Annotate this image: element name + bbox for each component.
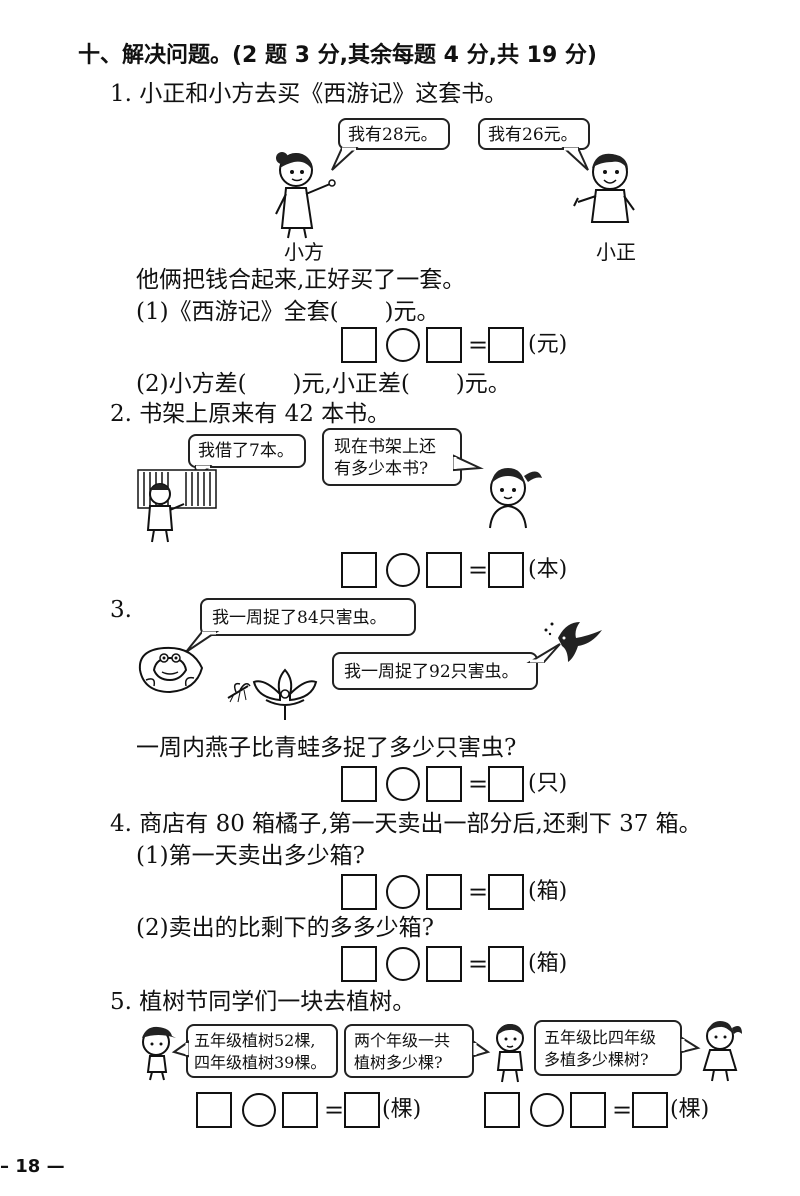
q1-operand2-box[interactable] <box>426 327 462 363</box>
q5-bubble2-tail <box>473 1040 491 1058</box>
q2-equals-sign: = <box>468 556 489 584</box>
q3-bubble-top-tail <box>185 631 220 653</box>
q1-sub2: (2)小方差( )元,小正差( )元。 <box>136 371 511 397</box>
q3-bubble-bottom-tail <box>526 643 561 663</box>
q5a-unit: (棵) <box>382 1097 422 1122</box>
q4b-result-box[interactable] <box>488 946 524 982</box>
q1-bubble-left-text: 我有28元。 <box>348 125 438 145</box>
q2-operator-circle[interactable] <box>386 553 420 587</box>
q3-operand1-box[interactable] <box>341 766 377 802</box>
q1-operator-circle[interactable] <box>386 328 420 362</box>
q3-stem: 3. <box>110 597 132 623</box>
q4b-equals-sign: = <box>468 950 489 978</box>
q1-name-left: 小方 <box>284 240 324 264</box>
q2-bubble-right-line1: 现在书架上还 <box>334 437 436 457</box>
q4-sub2: (2)卖出的比剩下的多多少箱? <box>136 915 434 941</box>
q1-bubble-left: 我有28元。 <box>338 118 450 150</box>
q5b-operand2-box[interactable] <box>570 1092 606 1128</box>
mosquito-icon <box>227 682 251 703</box>
q2-stem: 2. 书架上原来有 42 本书。 <box>110 401 391 427</box>
q2-unit: (本) <box>528 557 568 582</box>
boy-illustration-2-icon <box>496 1024 524 1083</box>
boy-illustration-icon <box>573 153 635 223</box>
q2-bubble-right-tail <box>453 454 484 472</box>
q5b-operand1-box[interactable] <box>484 1092 520 1128</box>
q5b-unit: (棵) <box>670 1097 710 1122</box>
q1-bubble-right-text: 我有26元。 <box>488 125 578 145</box>
q1-bubble-left-tail <box>331 147 359 171</box>
q1-bubble-right: 我有26元。 <box>478 118 590 150</box>
boy-cap-illustration-icon <box>142 1026 176 1081</box>
q2-bubble-left: 我借了7本。 <box>188 434 306 468</box>
q4b-operator-circle[interactable] <box>386 947 420 981</box>
q3-operator-circle[interactable] <box>386 767 420 801</box>
q2-bubble-left-text: 我借了7本。 <box>198 441 294 461</box>
q1-unit: (元) <box>528 332 568 357</box>
q4a-operand2-box[interactable] <box>426 874 462 910</box>
q5a-result-box[interactable] <box>344 1092 380 1128</box>
q5-bubble2-line1: 两个年级一共 <box>354 1031 451 1050</box>
q5b-result-box[interactable] <box>632 1092 668 1128</box>
section-title: 十、解决问题。(2 题 3 分,其余每题 4 分,共 19 分) <box>78 43 597 68</box>
q1-name-right: 小正 <box>596 240 636 264</box>
q1-result-box[interactable] <box>488 327 524 363</box>
q2-operand2-box[interactable] <box>426 552 462 588</box>
q1-bubble-right-tail <box>561 147 589 171</box>
q1-text: 他俩把钱合起来,正好买了一套。 <box>136 267 466 293</box>
q4a-operand1-box[interactable] <box>341 874 377 910</box>
page-number: – 18 — <box>0 1156 65 1177</box>
q5-bubble3-tail <box>681 1036 701 1054</box>
q5-bubble1-line1: 五年级植树52棵, <box>194 1031 316 1050</box>
girl-illustration-2-icon <box>702 1021 742 1082</box>
q5b-equals-sign: = <box>612 1096 633 1124</box>
q1-sub1: (1)《西游记》全套( )元。 <box>136 299 440 325</box>
q1-stem: 1. 小正和小方去买《西游记》这套书。 <box>110 81 508 107</box>
q5-bubble1: 五年级植树52棵, 四年级植树39棵。 <box>186 1024 338 1078</box>
q2-bubble-right: 现在书架上还 有多少本书? <box>322 428 462 486</box>
q2-bubble-right-line2: 有多少本书? <box>334 459 429 479</box>
q4b-operand1-box[interactable] <box>341 946 377 982</box>
q4a-operator-circle[interactable] <box>386 875 420 909</box>
q5-bubble1-line2: 四年级植树39棵。 <box>194 1053 327 1072</box>
q5-bubble1-tail <box>171 1040 189 1058</box>
q5b-operator-circle[interactable] <box>530 1093 564 1127</box>
q5a-equals-sign: = <box>324 1096 345 1124</box>
q4-sub1: (1)第一天卖出多少箱? <box>136 843 365 869</box>
q2-result-box[interactable] <box>488 552 524 588</box>
q4b-operand2-box[interactable] <box>426 946 462 982</box>
q5-stem: 5. 植树节同学们一块去植树。 <box>110 989 416 1015</box>
q3-bubble-top: 我一周捉了84只害虫。 <box>200 598 416 636</box>
q5-bubble3-line2: 多植多少棵树? <box>544 1050 649 1069</box>
q3-question: 一周内燕子比青蛙多捉了多少只害虫? <box>136 735 517 761</box>
q3-operand2-box[interactable] <box>426 766 462 802</box>
q4a-unit: (箱) <box>528 879 568 904</box>
q3-equals-sign: = <box>468 770 489 798</box>
lotus-flower-icon <box>252 668 318 720</box>
q4a-result-box[interactable] <box>488 874 524 910</box>
q4a-equals-sign: = <box>468 878 489 906</box>
q3-bubble-bottom-text: 我一周捉了92只害虫。 <box>344 662 519 682</box>
swallow-bird-icon <box>544 622 602 662</box>
girl-ponytail-illustration-icon <box>489 468 542 529</box>
q3-bubble-bottom: 我一周捉了92只害虫。 <box>332 652 538 690</box>
q2-operand1-box[interactable] <box>341 552 377 588</box>
q3-unit: (只) <box>528 771 568 796</box>
q1-equals-sign: = <box>468 331 489 359</box>
q5a-operand1-box[interactable] <box>196 1092 232 1128</box>
q3-bubble-top-text: 我一周捉了84只害虫。 <box>212 608 387 628</box>
girl-illustration-icon <box>275 152 336 239</box>
q5-bubble3: 五年级比四年级 多植多少棵树? <box>534 1020 682 1076</box>
bookshelf-boy-illustration-icon <box>137 469 217 543</box>
q4b-unit: (箱) <box>528 951 568 976</box>
q5a-operand2-box[interactable] <box>282 1092 318 1128</box>
frog-illustration-icon <box>138 646 204 694</box>
q5-bubble2-line2: 植树多少棵? <box>354 1053 443 1072</box>
q1-operand1-box[interactable] <box>341 327 377 363</box>
q3-result-box[interactable] <box>488 766 524 802</box>
q4-stem: 4. 商店有 80 箱橘子,第一天卖出一部分后,还剩下 37 箱。 <box>110 811 702 837</box>
q5a-operator-circle[interactable] <box>242 1093 276 1127</box>
q5-bubble2: 两个年级一共 植树多少棵? <box>344 1024 474 1078</box>
q5-bubble3-line1: 五年级比四年级 <box>544 1028 657 1047</box>
